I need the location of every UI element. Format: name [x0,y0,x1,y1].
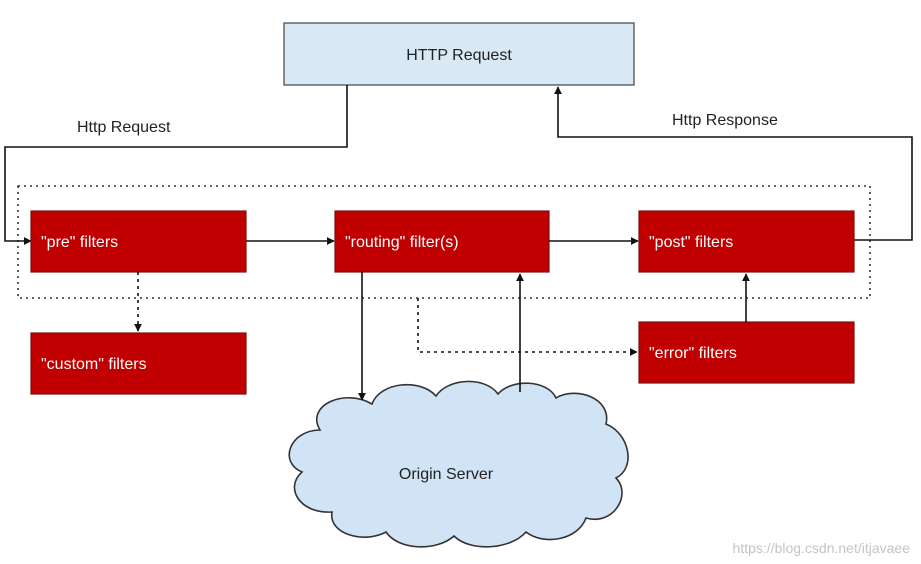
response-edge-label: Http Response [672,112,778,129]
http-request-label: HTTP Request [406,47,512,64]
pre-filters-label: "pre" filters [41,234,118,251]
filter-zone-border [17,185,871,299]
custom-filters-label: "custom" filters [41,356,147,373]
error-filters-label: "error" filters [649,345,737,362]
watermark-text: https://blog.csdn.net/itjavaee [733,540,911,556]
error-filters-node: "error" filters [638,321,855,384]
request-edge-label: Http Request [77,119,171,136]
response-edge [554,86,913,241]
post-filters-node: "post" filters [638,210,855,273]
zone-to-error-edge [417,298,638,356]
cloud-shape [288,380,629,548]
routing-filters-label: "routing" filter(s) [345,234,459,251]
pre-filters-node: "pre" filters [30,210,247,273]
custom-filters-node: "custom" filters [30,332,247,395]
http-request-node: HTTP Request [283,22,635,86]
request-edge [4,85,348,245]
origin-server-label: Origin Server [399,466,494,483]
routing-filters-node: "routing" filter(s) [334,210,550,273]
origin-server-node: Origin Server [288,380,629,548]
post-filters-label: "post" filters [649,234,733,251]
